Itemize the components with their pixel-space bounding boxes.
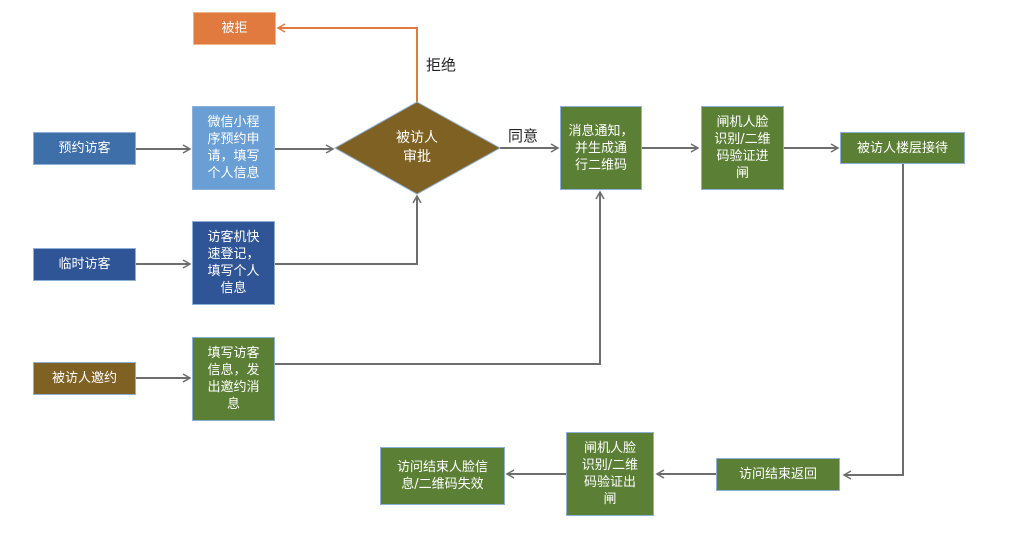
node-kiosk-register[interactable]: 访客机快 速登记， 填写个人 信息 xyxy=(192,221,275,305)
reject-label: 拒绝 xyxy=(426,56,457,74)
agree-label: 同意 xyxy=(508,127,539,145)
node-host-reception[interactable]: 被访人楼层接待 xyxy=(840,132,965,164)
edge-kiosk-to-approval xyxy=(275,194,422,265)
node-wechat-apply[interactable]: 微信小程 序预约申 请，填写 个人信息 xyxy=(192,106,275,190)
node-gate-out[interactable]: 闸机人脸 识别/二维 码验证出 闸 xyxy=(566,432,654,516)
node-invalidate[interactable]: 访问结束人脸信 息/二维码失效 xyxy=(380,447,505,505)
edge-approval-to-rejected xyxy=(276,23,418,102)
node-fill-invite[interactable]: 填写访客 信息，发 出邀约消 息 xyxy=(192,337,275,421)
node-notify-qr[interactable]: 消息通知， 并生成通 行二维码 xyxy=(560,106,642,190)
host-approval-label: 被访人 审批 xyxy=(396,130,438,165)
edge-reception-to-return xyxy=(842,163,904,480)
edge-fill-to-notify xyxy=(275,190,605,365)
node-appointment-visitor[interactable]: 预约访客 xyxy=(33,132,136,165)
node-visit-end-return[interactable]: 访问结束返回 xyxy=(716,458,840,491)
node-rejected[interactable]: 被拒 xyxy=(193,12,276,45)
node-gate-in[interactable]: 闸机人脸 识别/二维 码验证进 闸 xyxy=(701,106,784,190)
node-temp-visitor[interactable]: 临时访客 xyxy=(33,248,136,281)
node-host-invite[interactable]: 被访人邀约 xyxy=(33,362,136,395)
host-approval-diamond[interactable] xyxy=(333,101,502,195)
